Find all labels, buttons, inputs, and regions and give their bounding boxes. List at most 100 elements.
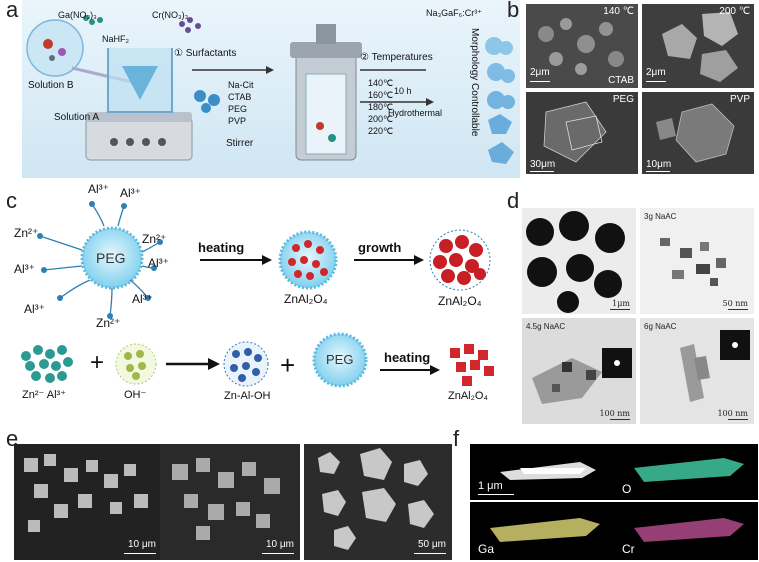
sem-image-pvp: PVP 10μm — [642, 92, 754, 174]
hydrothermal-label: Hydrothermal — [388, 108, 443, 118]
panel-f-label: f — [453, 426, 460, 451]
sem-surfactant-label: PVP — [729, 94, 750, 105]
scale-bar — [728, 419, 748, 420]
eds-map-ga: Ga — [470, 502, 614, 560]
scale-bar — [262, 553, 294, 554]
ion-label: Al³⁺ — [88, 182, 109, 196]
intermediate-label: Zn-Al-OH — [224, 390, 271, 402]
sem-surfactant-label: PEG — [612, 94, 634, 105]
eds-map-o: O — [614, 444, 758, 500]
ion-label: Al³⁺ — [24, 302, 45, 316]
scale-label: 100 nm — [717, 409, 748, 418]
ion-label: Zn²⁺ — [14, 226, 39, 240]
magnetic-stirrer — [85, 117, 193, 161]
sem-image-e3: 50 μm — [304, 444, 452, 560]
tem-image-4-5g: 4.5g NaAC 100 nm — [522, 318, 636, 424]
panel-a-label: a — [6, 0, 19, 22]
ion-label: Al³⁺ — [120, 186, 141, 200]
scale-label: 30μm — [530, 159, 556, 170]
peg-micelle-2 — [312, 332, 368, 388]
tem-image-3g: 3g NaAC 50 nm — [640, 208, 754, 314]
sem-image-140c: 140 ℃ 2μm CTAB — [526, 4, 638, 88]
panel-c-label: c — [6, 188, 17, 213]
sem-tag-label: CTAB — [608, 75, 634, 86]
tem-label: 6g NaAC — [644, 322, 677, 331]
heating-label: heating — [198, 240, 245, 255]
scale-label: 1 μm — [478, 480, 503, 492]
ion-label: Al³⁺ — [14, 262, 35, 276]
scale-label: 50 μm — [418, 539, 446, 550]
sem-temp-label: 140 ℃ — [603, 6, 634, 17]
solution-b-label: Solution B — [28, 80, 74, 91]
svg-text:+: + — [280, 350, 295, 380]
element-label: O — [622, 482, 632, 496]
zn-al-ion-cluster — [21, 345, 73, 383]
heating-label: heating — [384, 350, 431, 365]
scale-bar — [728, 309, 748, 310]
peg-micelle — [80, 226, 144, 290]
ga-nitrate-label: Ga(NO₃)₃ — [58, 10, 97, 20]
scale-bar — [124, 553, 156, 554]
hydroxide-label: OH⁻ — [124, 389, 147, 401]
solution-a-label: Solution A — [54, 112, 100, 123]
scale-bar — [530, 171, 554, 172]
panel-c-schematic: + + Al³⁺ Al³⁺ Zn²⁺ Zn²⁺ Al³⁺ Al³⁺ Al³⁺ A… — [0, 180, 510, 424]
cr-nitrate-label: Cr(NO₃)₃ — [152, 10, 189, 20]
scale-label: 100 nm — [599, 409, 630, 418]
product-label: ZnAl₂O₄ — [438, 294, 482, 308]
tem-image-6g: 6g NaAC 100 nm — [640, 318, 754, 424]
product-label: Na₃GaF₆:Cr³⁺ — [426, 8, 483, 18]
scale-label: 50 nm — [722, 299, 748, 308]
eds-map-cr: Cr — [614, 502, 758, 560]
peg-label: PEG — [96, 250, 126, 266]
growth-label: growth — [358, 240, 402, 255]
scale-bar — [610, 309, 630, 310]
scale-bar — [646, 81, 666, 82]
ion-label: Al³⁺ — [148, 256, 169, 270]
nahf2-label: NaHF₂ — [102, 34, 129, 44]
scale-bar — [610, 419, 630, 420]
morphology-label: Morphology Controllable — [469, 28, 480, 137]
panel-d-label: d — [507, 188, 520, 213]
ion-label: Zn²⁺ — [142, 232, 167, 246]
temp-0: 140℃ — [368, 78, 394, 88]
sem-temp-label: 200 ℃ — [719, 6, 750, 17]
step2-label: ② Temperatures — [360, 52, 433, 63]
element-label: Ga — [478, 542, 495, 556]
ion-label: Zn²⁺ — [96, 316, 121, 330]
sem-image-e2: 10 μm — [160, 444, 300, 560]
scale-bar — [530, 81, 550, 82]
tem-image-1: 1μm — [522, 208, 636, 314]
element-label: Cr — [622, 542, 635, 556]
time-label: 10 h — [394, 86, 412, 96]
scale-label: 1μm — [612, 299, 630, 308]
tem-label: 3g NaAC — [644, 212, 677, 221]
sem-image-peg: PEG 30μm — [526, 92, 638, 174]
surfactant-0: Na-Cit — [228, 80, 254, 90]
scale-label: 10 μm — [266, 539, 294, 550]
svg-text:+: + — [90, 349, 104, 376]
znal2o4-cubes — [450, 344, 494, 386]
temp-2: 180℃ — [368, 102, 394, 112]
ion-label: Al³⁺ — [132, 292, 153, 306]
scale-bar — [414, 553, 446, 554]
peg-label: PEG — [326, 352, 354, 367]
scale-label: 10 μm — [128, 539, 156, 550]
tem-image-f: 1 μm — [470, 444, 614, 500]
surfactant-2: PEG — [228, 104, 248, 114]
temp-4: 220℃ — [368, 126, 394, 136]
stirrer-label: Stirrer — [226, 138, 254, 149]
scale-label: 2μm — [646, 67, 666, 78]
panel-b-label: b — [507, 0, 520, 22]
panel-a-schematic: Ga(NO₃)₃ Cr(NO₃)₃ NaHF₂ Solution B Solut… — [22, 0, 520, 178]
reactants-label: Zn²⁻ Al³⁺ — [22, 389, 67, 401]
step1-label: ① Surfactants — [174, 48, 237, 59]
scale-bar — [478, 494, 514, 495]
sem-image-e1: 10 μm — [14, 444, 162, 560]
surfactant-3: PVP — [228, 116, 247, 126]
surfactant-1: CTAB — [228, 92, 252, 102]
sem-image-200c: 200 ℃ 2μm — [642, 4, 754, 88]
solution-b-bubble — [26, 19, 84, 77]
scale-bar — [646, 171, 670, 172]
morphology-crystals — [485, 37, 515, 164]
